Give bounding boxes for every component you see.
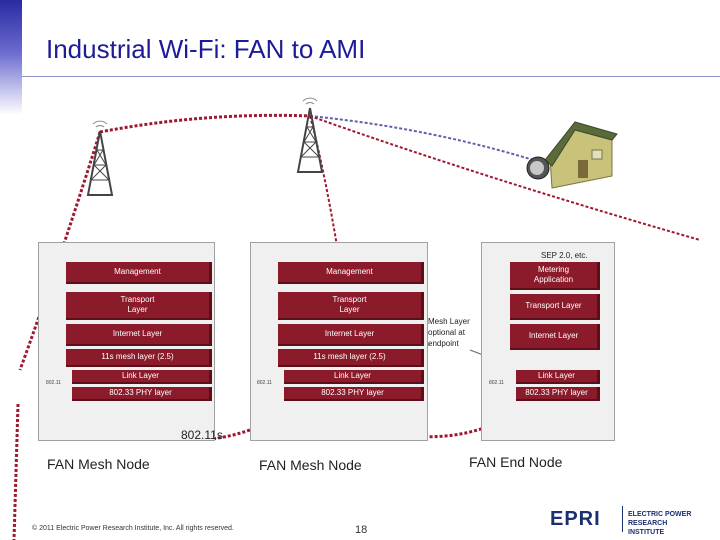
layer-internet: Internet Layer (278, 324, 424, 346)
wireless-link (309, 115, 701, 241)
node-label-right: FAN End Node (469, 454, 563, 470)
sep-label: SEP 2.0, etc. (541, 251, 588, 260)
layer-link: Link Layer (516, 370, 600, 384)
layer-link: Link Layer (72, 370, 212, 384)
radio-tower-icon (86, 120, 114, 196)
logo-line1: ELECTRIC POWER (628, 511, 692, 518)
smart-meter-icon (526, 156, 550, 180)
bracket-label: 802.11 (46, 380, 61, 386)
node-label-left: FAN Mesh Node (47, 456, 150, 472)
ami-link (309, 115, 541, 163)
title-accent-bar (0, 0, 22, 115)
layer-transport: Transport Layer (66, 292, 212, 320)
layer-link: Link Layer (284, 370, 424, 384)
slide-title: Industrial Wi-Fi: FAN to AMI (46, 34, 366, 64)
layer-mesh: 11s mesh layer (2.5) (278, 349, 424, 367)
page-number: 18 (355, 524, 368, 536)
layer-metering-application: Metering Application (510, 262, 600, 290)
layer-management: Management (66, 262, 212, 284)
layer-phy: 802.33 PHY layer (72, 387, 212, 401)
layer-transport: Transport Layer (278, 292, 424, 320)
wireless-link (18, 131, 102, 371)
logo-text: ELECTRIC POWER RESEARCH INSTITUTE (628, 510, 700, 537)
link-label-80211s: 802.11s (181, 428, 223, 442)
layer-transport: Transport Layer (510, 294, 600, 320)
wireless-link (309, 115, 351, 331)
wireless-link (99, 113, 311, 134)
bracket-label: 802.11 (489, 380, 504, 386)
layer-internet: Internet Layer (510, 324, 600, 350)
layer-phy: 802.33 PHY layer (516, 387, 600, 401)
layer-mesh: 11s mesh layer (2.5) (66, 349, 212, 367)
bracket-label: 802.11 (257, 380, 272, 386)
radio-tower-icon (296, 97, 324, 173)
callout-mesh-optional: Mesh Layer optional at endpoint (428, 317, 470, 348)
logo-mark: EPRI (550, 508, 601, 530)
logo-line2: RESEARCH INSTITUTE (628, 520, 668, 536)
layer-phy: 802.33 PHY layer (284, 387, 424, 401)
logo-divider (622, 506, 623, 532)
layer-internet: Internet Layer (66, 324, 212, 346)
layer-management: Management (278, 262, 424, 284)
wireless-link (12, 403, 20, 540)
copyright-text: © 2011 Electric Power Research Institute… (32, 525, 234, 532)
house-icon (544, 121, 618, 189)
node-label-middle: FAN Mesh Node (259, 457, 362, 473)
title-underline (22, 76, 720, 77)
epri-logo: EPRI ELECTRIC POWER RESEARCH INSTITUTE (550, 506, 700, 536)
